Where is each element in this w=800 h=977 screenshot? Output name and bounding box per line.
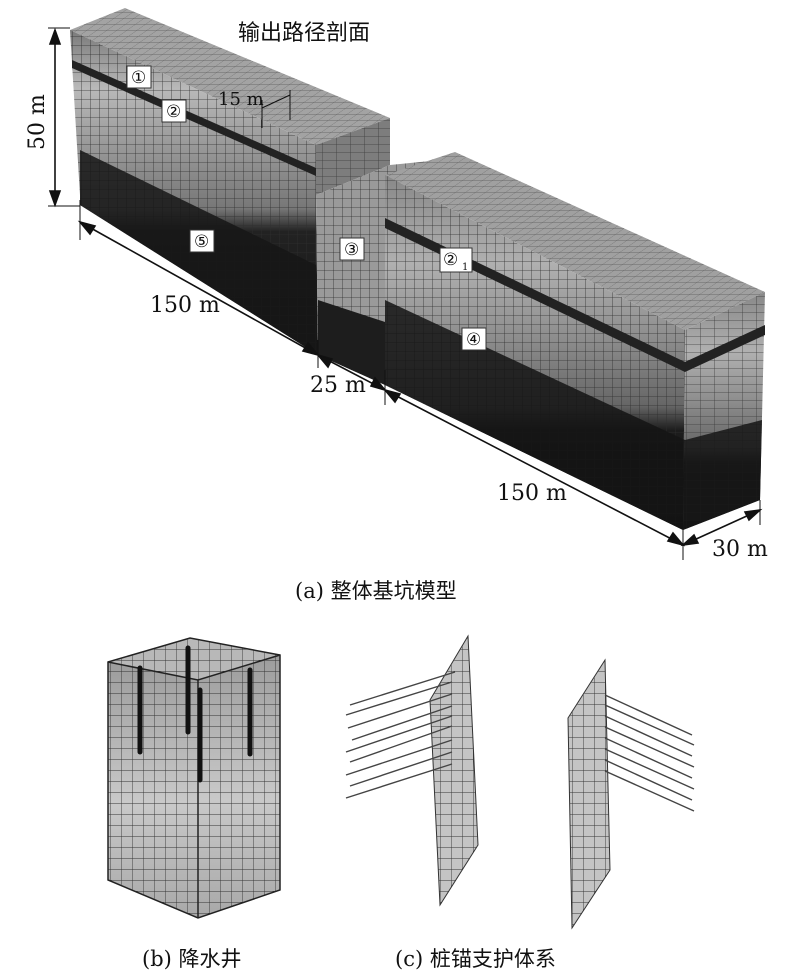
- caption-c: (c) 桩锚支护体系: [395, 947, 556, 971]
- pit-depth-label: 15 m: [218, 89, 264, 110]
- anchors-right: [604, 694, 695, 812]
- layer-5-tag: ⑤: [189, 229, 215, 253]
- pit-width-label: 25 m: [310, 373, 366, 398]
- layer-2-1-tag: ② 1: [439, 247, 473, 273]
- anchor-model: (c) 桩锚支护体系: [345, 634, 695, 971]
- dewatering-wells: [137, 645, 253, 783]
- left-dark-band: [72, 60, 316, 176]
- length-right-label: 150 m: [497, 481, 567, 506]
- svg-text:③: ③: [344, 240, 359, 260]
- length-left-label: 150 m: [150, 293, 220, 318]
- layer-4-tag: ④: [461, 327, 487, 351]
- svg-text:①: ①: [131, 68, 146, 88]
- main-model: 输出路径剖面 50 m 150 m 25 m 150 m 30 m 15 m ①…: [25, 8, 768, 603]
- svg-text:⑤: ⑤: [194, 232, 209, 252]
- depth-label: 30 m: [712, 537, 768, 562]
- svg-text:1: 1: [462, 262, 468, 273]
- caption-b: (b) 降水井: [142, 947, 242, 971]
- dimension-lines: [48, 27, 763, 560]
- layer-1-tag: ①: [126, 65, 152, 89]
- svg-text:④: ④: [466, 330, 481, 350]
- svg-text:②: ②: [166, 102, 181, 122]
- svg-text:②: ②: [443, 250, 458, 270]
- layer-2-tag: ②: [161, 99, 187, 123]
- layer-3-tag: ③: [339, 237, 365, 261]
- section-label: 输出路径剖面: [238, 21, 370, 46]
- well-model: (b) 降水井: [107, 637, 281, 971]
- height-label: 50 m: [25, 94, 50, 150]
- anchors-left: [345, 671, 456, 799]
- caption-a: (a) 整体基坑模型: [295, 579, 457, 603]
